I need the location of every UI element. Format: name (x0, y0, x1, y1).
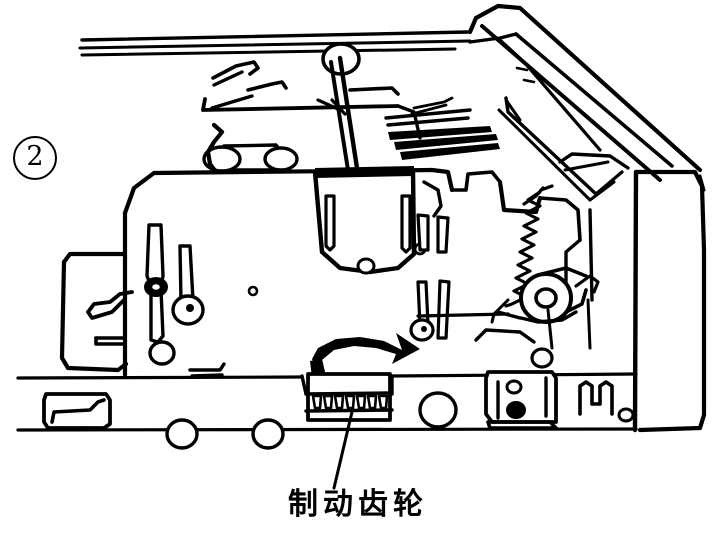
right-side-panel (632, 169, 707, 433)
base-components (42, 362, 635, 450)
gear-teeth (311, 394, 389, 410)
caption-leader-line (332, 410, 354, 490)
upper-shaft-assembly (201, 42, 422, 172)
gear-bracket (312, 166, 443, 275)
oblong-roller-part (202, 122, 299, 175)
brake-gear (304, 333, 420, 422)
diagonal-sliver-lines (384, 96, 500, 160)
cam-wheel (496, 266, 600, 324)
top-rail-bars (78, 30, 472, 57)
right-lever-arms (409, 213, 451, 342)
left-side-plate (59, 251, 134, 373)
chassis-mid-line (416, 298, 592, 369)
coil-spring (490, 184, 554, 324)
diagonal-guide-rail (467, 3, 703, 202)
left-lever-arms (144, 223, 259, 366)
